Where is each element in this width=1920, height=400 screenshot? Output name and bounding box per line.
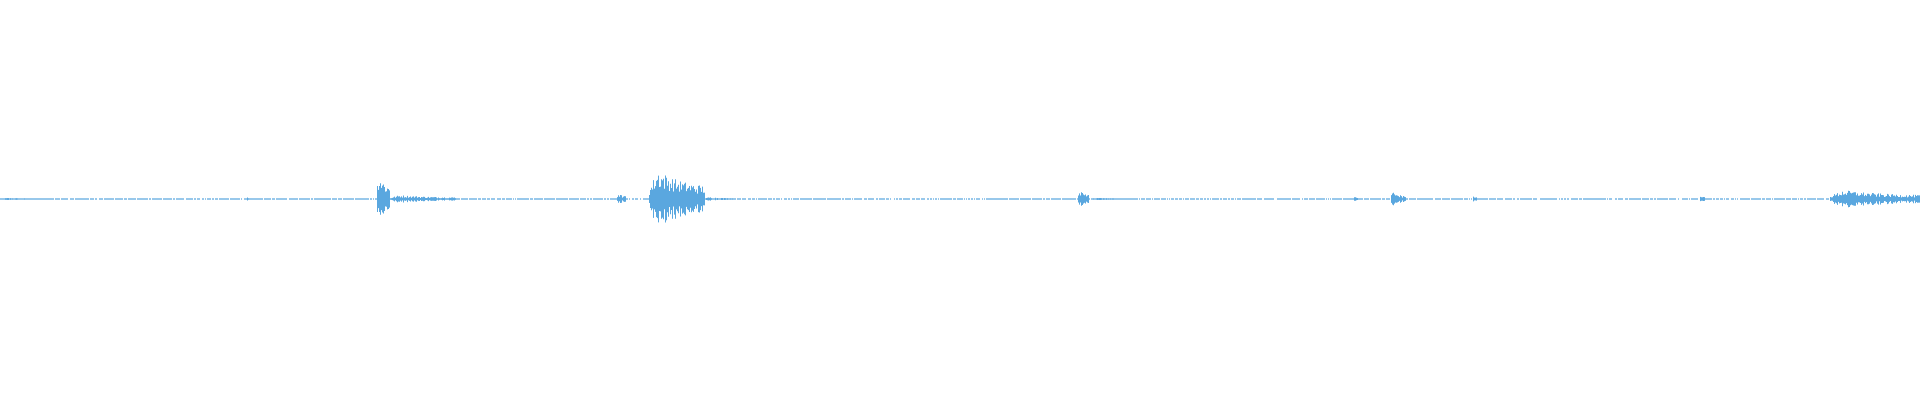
waveform-path: [0, 175, 1920, 223]
waveform-bars: [0, 175, 1920, 223]
